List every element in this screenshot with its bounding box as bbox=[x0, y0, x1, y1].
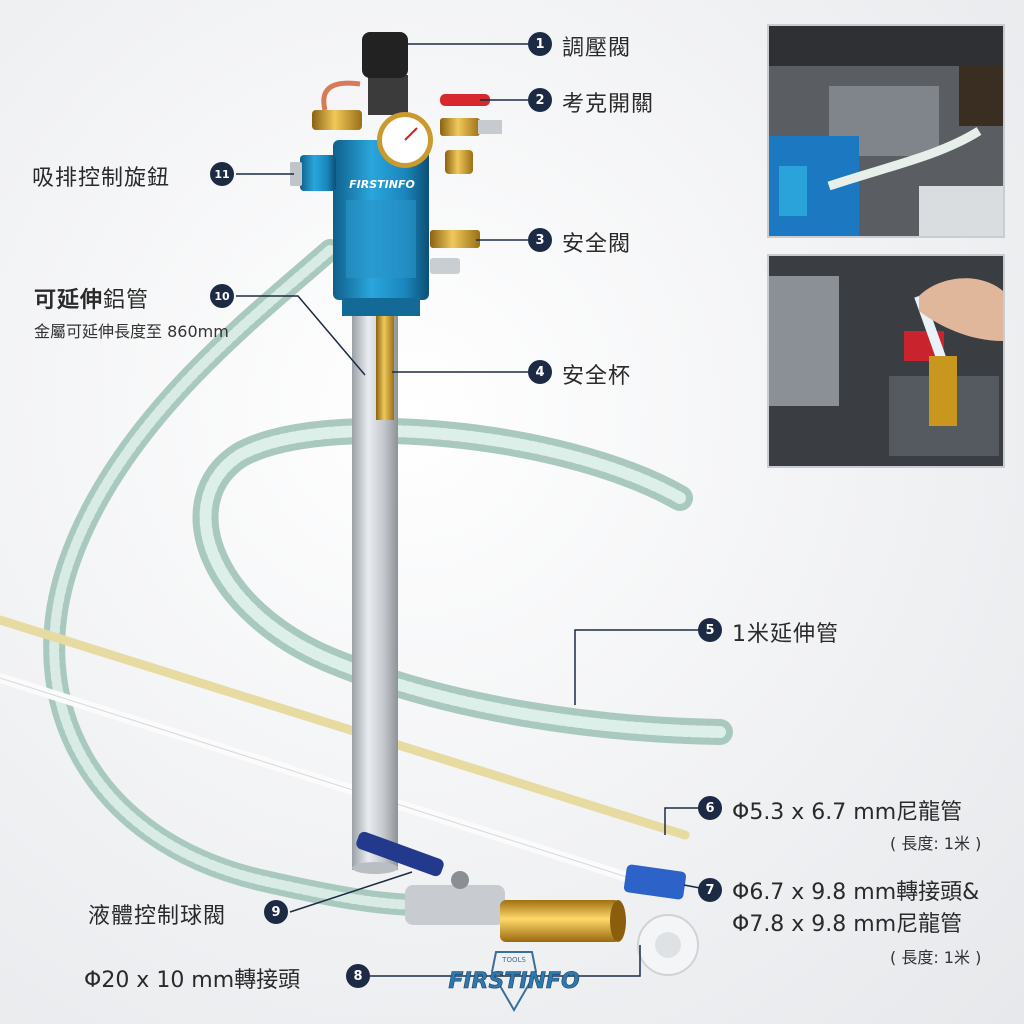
nylon-tube-6 bbox=[0, 615, 690, 840]
note-adapter-7: ( 長度: 1米 ) bbox=[890, 948, 982, 967]
badge-10: 10 bbox=[210, 284, 234, 308]
adapter-7 bbox=[623, 864, 687, 900]
badge-6: 6 bbox=[698, 796, 722, 820]
label-adapter-7-line2: Φ7.8 x 9.8 mm尼龍管 bbox=[732, 912, 963, 937]
logo-sub-text: TOOLS bbox=[501, 956, 526, 964]
badge-5: 5 bbox=[698, 618, 722, 642]
extension-hose bbox=[192, 417, 733, 745]
label-cock-switch: 考克開關 bbox=[562, 92, 655, 117]
badge-8: 8 bbox=[346, 964, 370, 988]
label-adapter-7-line1: Φ6.7 x 9.8 mm轉接頭& bbox=[732, 880, 980, 905]
desc-aluminium-tube: 金屬可延伸長度至 860mm bbox=[34, 322, 229, 341]
adapter-20x10 bbox=[500, 900, 620, 942]
cock-valve-handle bbox=[440, 94, 490, 106]
safety-valve bbox=[430, 230, 480, 248]
note-nylon-tube-6: ( 長度: 1米 ) bbox=[890, 834, 982, 853]
badge-11: 11 bbox=[210, 162, 234, 186]
photo-engine-top bbox=[767, 24, 1005, 238]
brand-logo: TOOLS FIRSTINFO bbox=[444, 948, 584, 1014]
badge-7: 7 bbox=[698, 878, 722, 902]
pump-body bbox=[290, 140, 429, 316]
badge-3: 3 bbox=[528, 228, 552, 252]
label-suction-control-knob: 吸排控制旋鈕 bbox=[32, 166, 171, 191]
label-aluminium-tube-rest: 鋁管 bbox=[103, 288, 150, 313]
label-nylon-tube-6: Φ5.3 x 6.7 mm尼龍管 bbox=[732, 800, 963, 825]
ball-valve bbox=[356, 831, 626, 942]
badge-1: 1 bbox=[528, 32, 552, 56]
label-extension-hose: 1米延伸管 bbox=[732, 622, 839, 647]
regulator-knob bbox=[362, 32, 408, 78]
hand bbox=[919, 278, 1003, 341]
nylon-tube-7-edge bbox=[0, 677, 631, 879]
safety-cup bbox=[376, 310, 394, 420]
device-brand-text: FIRSTINFO bbox=[349, 178, 415, 191]
label-pressure-regulator: 調壓閥 bbox=[562, 36, 632, 61]
badge-9: 9 bbox=[264, 900, 288, 924]
hose-long bbox=[43, 239, 431, 916]
leader-lines bbox=[236, 43, 701, 977]
label-safety-cup: 安全杯 bbox=[562, 364, 632, 389]
badge-2: 2 bbox=[528, 88, 552, 112]
logo-text: FIRSTINFO bbox=[448, 969, 579, 994]
label-aluminium-tube-bold: 可延伸 bbox=[34, 288, 104, 313]
label-aluminium-tube: 可延伸鋁管 bbox=[34, 282, 149, 314]
photo-engine-probe bbox=[767, 254, 1005, 468]
label-adapter-20x10: Φ20 x 10 mm轉接頭 bbox=[84, 968, 301, 993]
badge-4: 4 bbox=[528, 360, 552, 384]
label-ball-valve: 液體控制球閥 bbox=[88, 904, 227, 929]
label-safety-valve: 安全閥 bbox=[562, 232, 632, 257]
